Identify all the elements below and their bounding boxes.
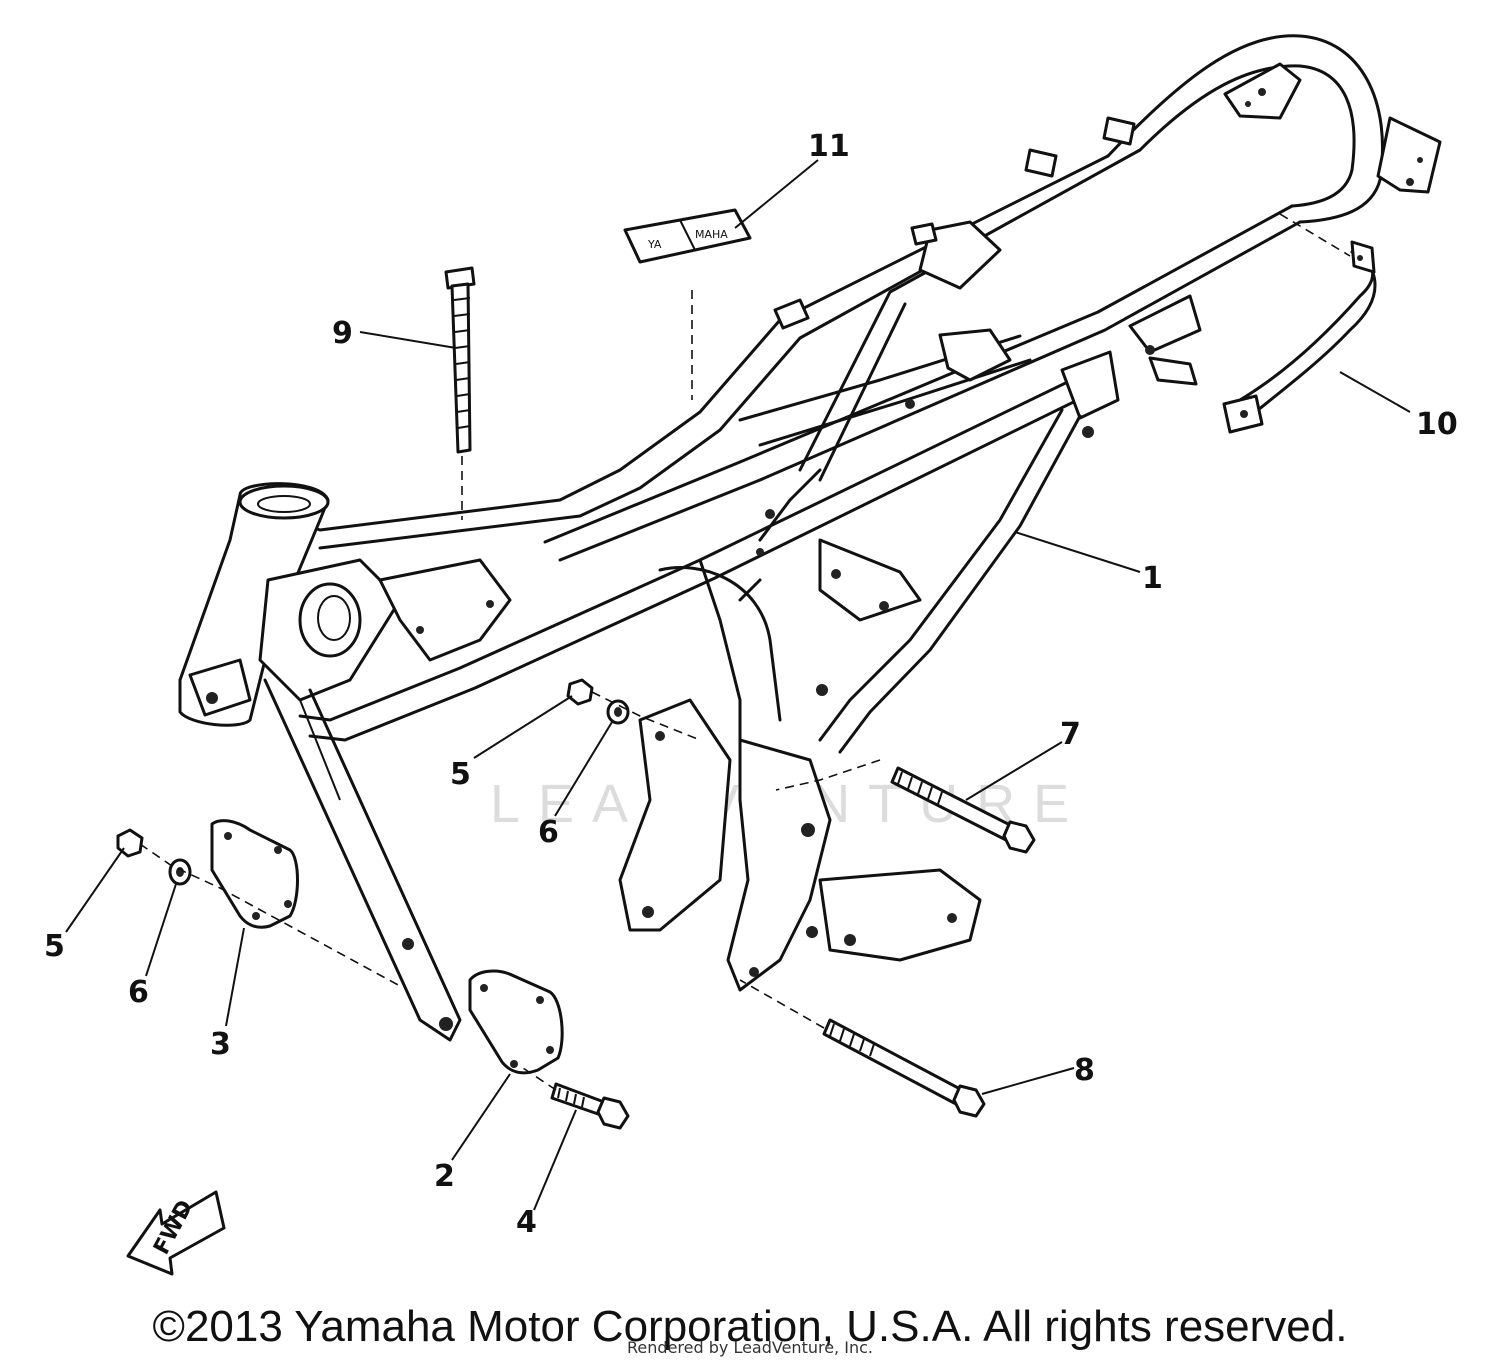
callout-8: 8 [1074, 1053, 1095, 1088]
bolt-part-4 [550, 1082, 630, 1130]
bolt-part-8 [822, 1018, 986, 1118]
washer-part-6-upper [606, 699, 630, 725]
decal-part-11: YA MAHA [623, 208, 752, 264]
callout-1: 1 [1142, 561, 1163, 596]
nut-part-5-upper [566, 678, 594, 706]
callout-6-upper: 6 [538, 815, 559, 850]
rear-stay-part-10 [1222, 240, 1377, 434]
callout-11: 11 [808, 129, 850, 164]
svg-text:MAHA: MAHA [695, 228, 728, 241]
callout-2: 2 [434, 1159, 455, 1194]
callout-numbers: 11 9 10 1 7 5 6 5 6 3 2 4 8 [44, 129, 1458, 1240]
callout-9: 9 [332, 316, 353, 351]
rendered-by-notice: Rendered by LeadVenture, Inc. [627, 1338, 873, 1357]
callout-6-lower: 6 [128, 975, 149, 1010]
callout-3: 3 [210, 1027, 231, 1062]
svg-text:YA: YA [647, 238, 662, 251]
cable-strap-part-9 [444, 266, 476, 454]
bolt-part-7 [890, 766, 1036, 854]
assembly-lines [139, 213, 1351, 1091]
engine-plate-part-2 [468, 969, 564, 1075]
washer-part-6-lower [168, 858, 192, 886]
callout-4: 4 [516, 1205, 537, 1240]
callout-7: 7 [1060, 717, 1081, 752]
callout-10: 10 [1416, 407, 1458, 442]
fwd-arrow-icon: FWD [126, 1190, 226, 1276]
callout-5-lower: 5 [44, 929, 65, 964]
engine-plate-part-3 [210, 819, 299, 929]
main-frame [178, 34, 1442, 1042]
callout-5-upper: 5 [450, 757, 471, 792]
copyright-notice: ©2013 Yamaha Motor Corporation, U.S.A. A… [152, 1302, 1348, 1351]
leader-lines [65, 159, 1411, 1211]
